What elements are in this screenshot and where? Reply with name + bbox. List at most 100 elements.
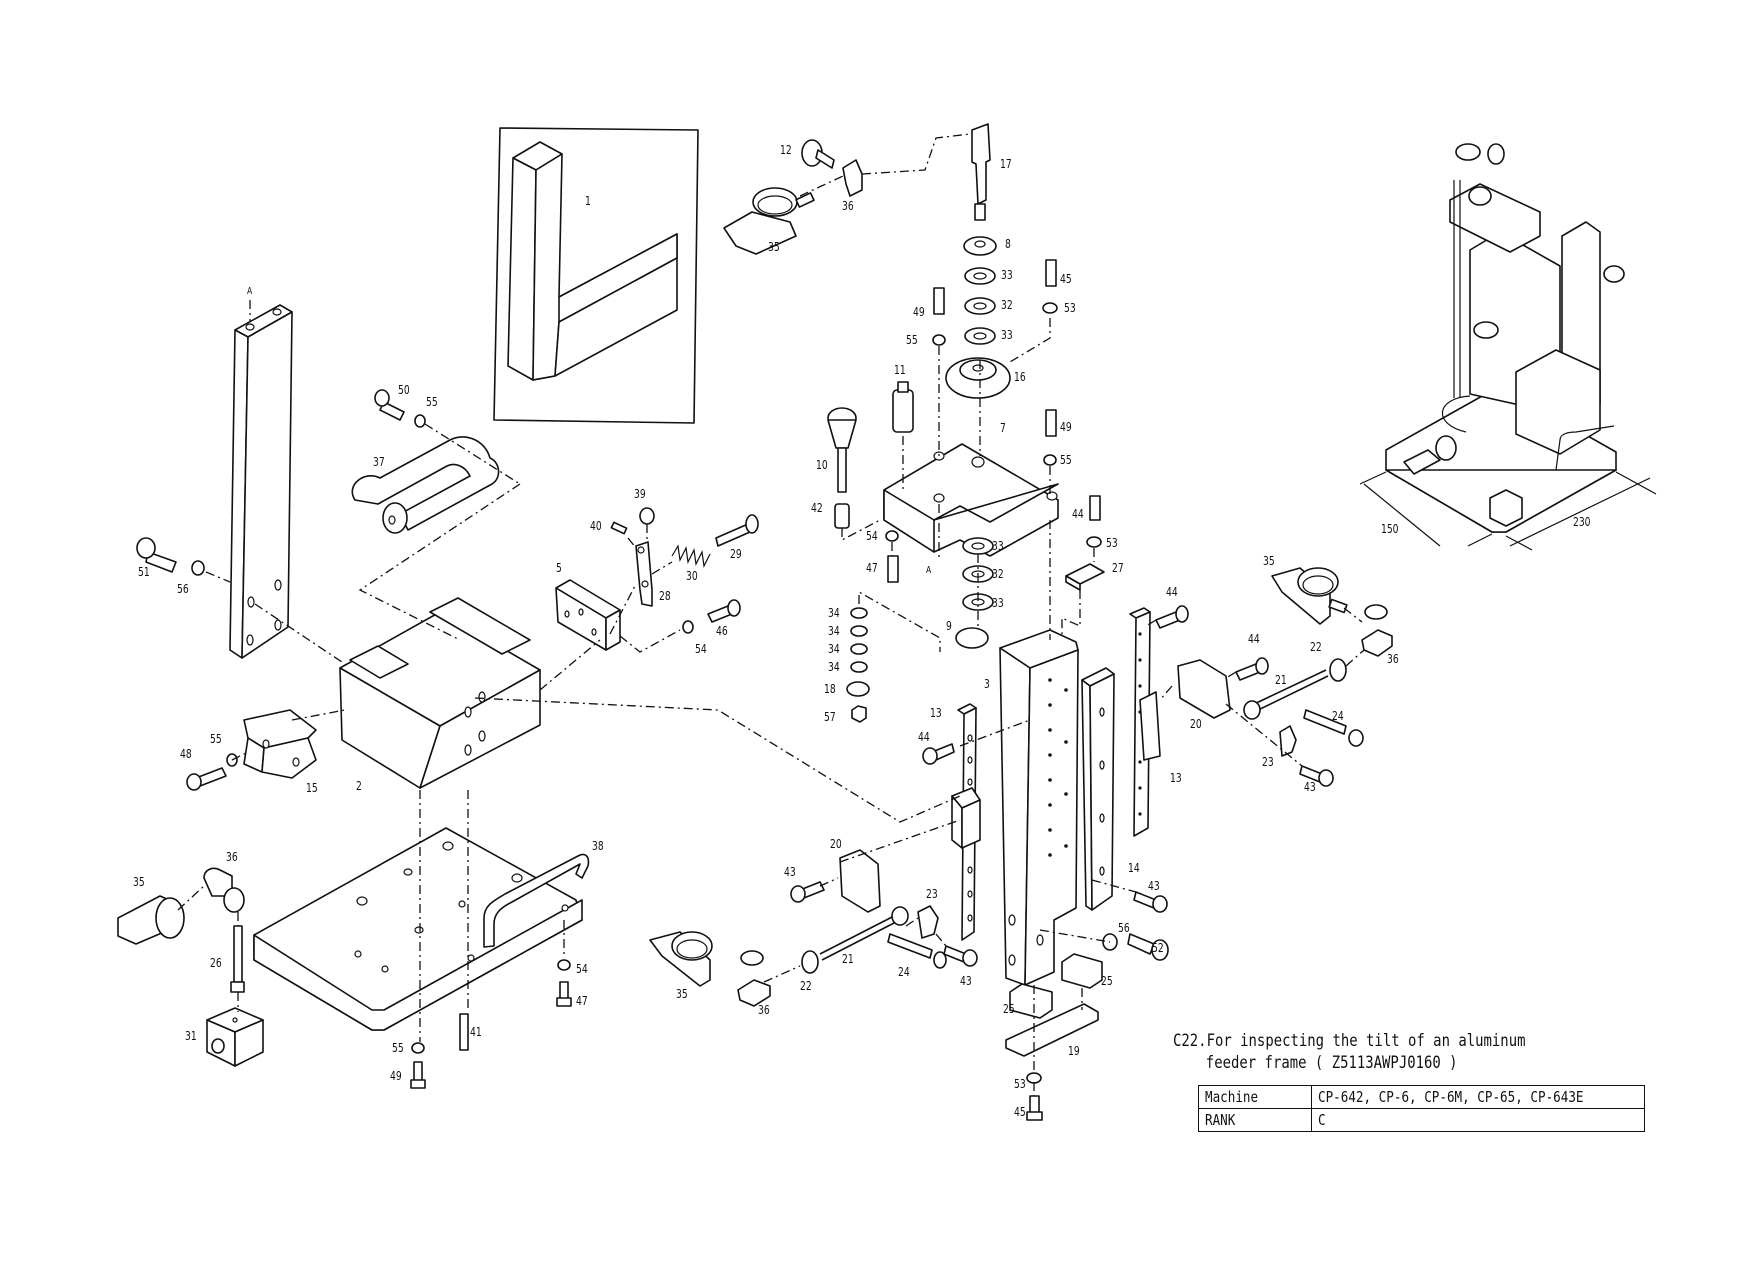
part-label: 21 [842, 952, 854, 966]
part-label: 38 [592, 839, 604, 853]
dimension-width-label: 150 [1381, 522, 1399, 536]
part-label: 43 [1304, 780, 1316, 794]
part-label: 2 [356, 779, 362, 793]
part-22-collar-a [1329, 658, 1347, 682]
part-label: 36 [226, 850, 238, 864]
part-44-screw-b [1155, 605, 1189, 629]
part-label: 48 [180, 747, 192, 761]
part-52-screw [1127, 933, 1169, 961]
part-43-screw-a [1299, 765, 1334, 787]
part-36-clamp-d [737, 950, 771, 1007]
part-label: 30 [686, 569, 698, 583]
part-label: 33 [1001, 328, 1013, 342]
part-29-pin [715, 514, 759, 547]
part-55-washer-e [1043, 454, 1057, 466]
part-43-screw-d [1133, 891, 1168, 913]
part-33-washer-b [964, 327, 996, 345]
part-label: 53 [1064, 301, 1076, 315]
part-49-screw-c [410, 1061, 426, 1089]
part-16-flange [945, 357, 1011, 399]
part-19-foot [1005, 1003, 1099, 1057]
part-label: 21 [1275, 673, 1287, 687]
part-label: 37 [373, 455, 385, 469]
part-18-washer [846, 681, 870, 697]
part-50-screw [374, 389, 405, 421]
part-label: 33 [1001, 268, 1013, 282]
part-24-screw-a [1303, 709, 1364, 747]
part-42-bushing [834, 503, 850, 529]
part-label: 31 [185, 1029, 197, 1043]
part-label: 45 [1060, 272, 1072, 286]
part-label: 24 [1332, 709, 1344, 723]
part-label: 14 [1128, 861, 1140, 875]
part-14-rail [1081, 667, 1115, 911]
part-label: 9 [946, 619, 952, 633]
part-label: 55 [392, 1041, 404, 1055]
part-label: 12 [780, 143, 792, 157]
part-33-washer-a [964, 267, 996, 285]
caption-line-2: feeder frame ( Z5113AWPJ0160 ) [1205, 1053, 1458, 1073]
part-label: 28 [659, 589, 671, 603]
part-20-block-a [1177, 659, 1231, 719]
part-label: 34 [828, 606, 840, 620]
part-label: 32 [992, 567, 1004, 581]
part-label: 3 [984, 677, 990, 691]
part-label: 44 [1072, 507, 1084, 521]
part-31-magnetic-base [206, 1007, 264, 1067]
part-23-clamp-a [1279, 725, 1297, 757]
reference-mark-a-plate: A [926, 565, 932, 576]
part-48-screw [186, 767, 227, 791]
part-label: 29 [730, 547, 742, 561]
part-40-pin [610, 521, 628, 535]
part-label: 23 [926, 887, 938, 901]
part-label: 49 [390, 1069, 402, 1083]
part-label: 49 [913, 305, 925, 319]
part-56-washer-a [191, 560, 205, 576]
spec-row-rank: RANK C [1198, 1108, 1645, 1132]
part-label: 35 [676, 987, 688, 1001]
part-label: 56 [177, 582, 189, 596]
assembled-view [1385, 143, 1625, 533]
part-12-knob [801, 139, 835, 169]
part-label: 41 [470, 1025, 482, 1039]
part-36-clamp-b [1361, 604, 1393, 657]
part-label: 5 [556, 561, 562, 575]
part-label: 51 [138, 565, 150, 579]
part-label: 34 [828, 642, 840, 656]
part-55-washer-d [932, 334, 946, 346]
part-label: 44 [918, 730, 930, 744]
part-label: 49 [1060, 420, 1072, 434]
part-41-pin [459, 1013, 469, 1051]
part-53-washer-a [1042, 302, 1058, 314]
part-label: 57 [824, 710, 836, 724]
part-label: 55 [906, 333, 918, 347]
part-26-rod [230, 925, 245, 993]
part-32-spring-washer-a [964, 297, 996, 315]
part-label: 50 [398, 383, 410, 397]
base-plate [253, 827, 583, 1031]
part-24-screw-b [887, 933, 947, 969]
part-label: 27 [1112, 561, 1124, 575]
part-label: 18 [824, 682, 836, 696]
part-2-base-block [339, 597, 541, 789]
part-label: 53 [1014, 1077, 1026, 1091]
part-49-screw-b [1045, 409, 1057, 437]
part-label: 16 [1014, 370, 1026, 384]
part-36-clamp-c [203, 867, 245, 913]
part-label: 36 [1387, 652, 1399, 666]
part-30-spring [671, 544, 711, 568]
part-label: 22 [1310, 640, 1322, 654]
caption-line-1: C22.For inspecting the tilt of an alumin… [1173, 1031, 1526, 1051]
part-label: 24 [898, 965, 910, 979]
part-13-rail-a [1129, 607, 1161, 837]
dimension-lines [1359, 471, 1657, 551]
part-53-washer-b [1086, 536, 1102, 548]
part-44-screw-c [1235, 657, 1269, 681]
part-label: 35 [1263, 554, 1275, 568]
part-1-l-square [507, 141, 678, 381]
reference-mark-a-top: A [247, 286, 253, 297]
part-label: 39 [634, 487, 646, 501]
part-43-screw-b [790, 881, 825, 903]
part-label: 54 [695, 642, 707, 656]
